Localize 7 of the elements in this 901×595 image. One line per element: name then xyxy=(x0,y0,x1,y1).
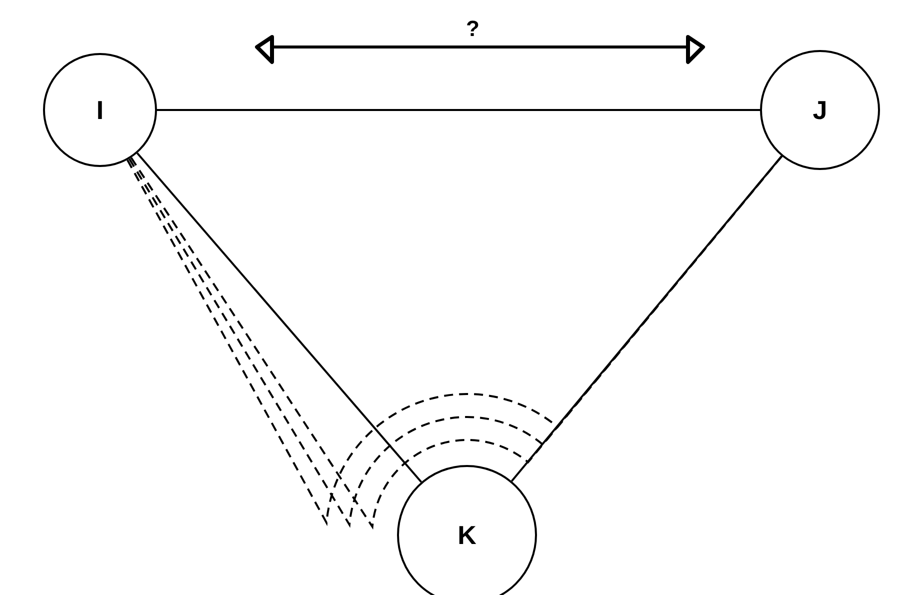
connector-line xyxy=(136,152,422,483)
node-label: J xyxy=(812,94,828,126)
node-label: K xyxy=(458,520,476,550)
connector-line xyxy=(510,156,782,482)
connector-line xyxy=(157,109,760,111)
question-mark-label: ? xyxy=(466,16,480,42)
node-label: I xyxy=(96,94,104,126)
